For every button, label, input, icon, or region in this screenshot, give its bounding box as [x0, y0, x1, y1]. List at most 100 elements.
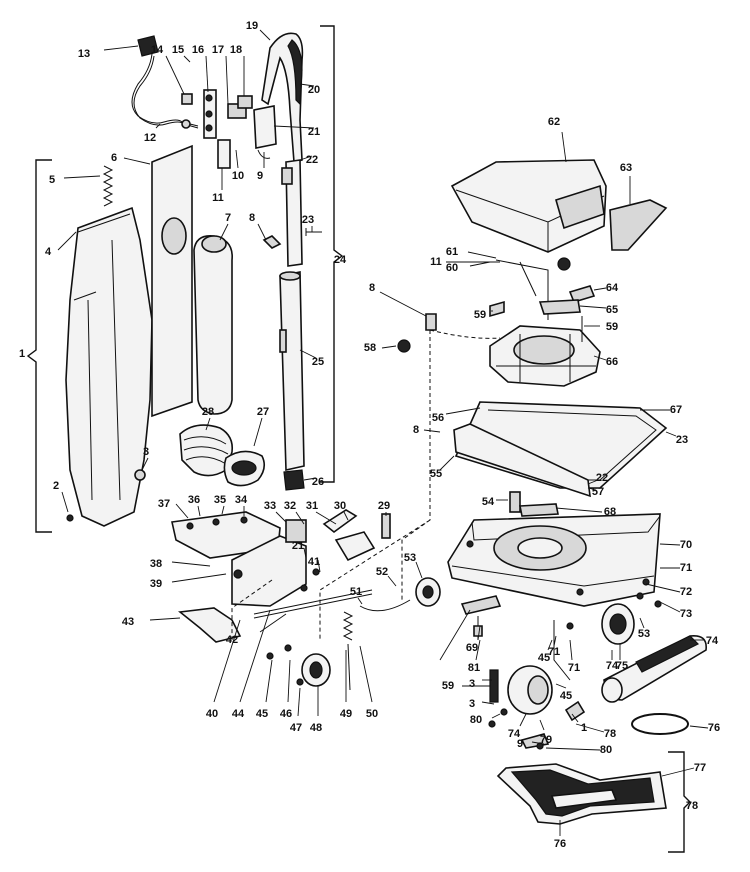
hood-bumper — [609, 199, 668, 251]
leader-line-35 — [221, 505, 225, 515]
callout-label-74: 74 — [706, 635, 719, 647]
callout-label-1: 1 — [19, 348, 25, 360]
callout-label-30: 30 — [334, 500, 346, 512]
callout-label-55: 55 — [430, 468, 442, 480]
callout-label-59: 59 — [606, 321, 618, 333]
callout-label-35: 35 — [214, 494, 226, 506]
callout-label-40: 40 — [206, 708, 218, 720]
callout-label-10: 10 — [232, 170, 244, 182]
leader-line-8 — [423, 429, 441, 433]
callout-label-18: 18 — [230, 44, 242, 56]
leader-line-undefined — [439, 609, 471, 661]
callout-label-2: 2 — [53, 480, 59, 492]
switch-housing — [253, 105, 277, 149]
callout-label-50: 50 — [366, 708, 378, 720]
callout-label-25: 25 — [312, 356, 324, 368]
leader-line-31 — [315, 511, 337, 525]
callout-label-77: 77 — [694, 762, 706, 774]
callout-label-34: 34 — [235, 494, 248, 506]
callout-label-28: 28 — [202, 406, 214, 418]
callout-label-43: 43 — [122, 616, 134, 628]
drive-belt — [631, 713, 689, 735]
leader-line-30 — [343, 511, 349, 521]
callout-label-71: 71 — [548, 646, 560, 658]
leader-line-71 — [569, 639, 573, 661]
callout-label-80: 80 — [600, 744, 612, 756]
callout-label-11: 11 — [212, 192, 224, 204]
callout-label-11: 11 — [430, 256, 442, 268]
leader-line-65 — [579, 305, 607, 309]
leader-line-79 — [539, 719, 545, 731]
callout-label-80: 80 — [470, 714, 482, 726]
leader-line-62 — [561, 131, 567, 163]
leader-line-15 — [183, 55, 191, 63]
callout-label-9: 9 — [517, 738, 523, 750]
callout-label-75: 75 — [616, 660, 628, 672]
callout-label-22: 22 — [306, 154, 318, 166]
leader-line-25 — [299, 349, 317, 359]
leader-line-58 — [381, 345, 397, 349]
leader-line-36 — [197, 505, 201, 517]
leader-line-4 — [57, 231, 77, 251]
callout-label-4: 4 — [45, 246, 52, 258]
callout-label-67: 67 — [670, 404, 682, 416]
callout-label-66: 66 — [606, 356, 618, 368]
bracket-1 — [26, 159, 52, 533]
leader-line-28 — [205, 417, 211, 431]
callout-label-23: 23 — [302, 214, 314, 226]
leader-line-73 — [659, 601, 681, 613]
leader-line-51 — [357, 597, 363, 605]
leader-line-22 — [587, 479, 599, 485]
leader-line-69 — [477, 625, 481, 641]
callout-label-47: 47 — [290, 722, 302, 734]
callout-label-74: 74 — [606, 660, 619, 672]
leader-line-60 — [469, 261, 491, 267]
callout-label-71: 71 — [568, 662, 580, 674]
leader-line-61 — [467, 251, 497, 259]
callout-label-59: 59 — [442, 680, 454, 692]
handle-grip — [261, 32, 304, 164]
knob-57 — [397, 339, 411, 353]
callout-label-44: 44 — [232, 708, 245, 720]
callout-label-37: 37 — [158, 498, 170, 510]
callout-label-14: 14 — [151, 44, 164, 56]
leader-line-53 — [639, 617, 645, 629]
part-drawings — [26, 25, 707, 853]
callout-label-26: 26 — [312, 476, 324, 488]
part-18 — [237, 95, 253, 109]
leader-line-43 — [149, 617, 181, 621]
callout-label-72: 72 — [680, 586, 692, 598]
leader-line-10 — [235, 149, 239, 169]
leader-line-22 — [299, 155, 313, 161]
callout-label-29: 29 — [378, 500, 390, 512]
callout-label-81: 81 — [468, 662, 480, 674]
leader-line-72 — [645, 583, 681, 593]
callout-label-57: 57 — [592, 486, 604, 498]
bracket-24 — [320, 25, 344, 483]
leader-line-80 — [491, 713, 501, 719]
callout-label-19: 19 — [246, 20, 258, 32]
leader-line-66 — [593, 355, 607, 361]
leader-line-40 — [213, 619, 241, 703]
leader-line-57 — [587, 487, 597, 491]
callout-label-20: 20 — [308, 84, 320, 96]
callout-label-62: 62 — [548, 116, 560, 128]
leader-line-76 — [689, 725, 709, 729]
leader-line-16 — [205, 55, 209, 93]
callout-label-21: 21 — [292, 540, 304, 552]
callout-label-23: 23 — [676, 434, 688, 446]
height-adjust-housing — [231, 535, 307, 607]
leader-line-74 — [519, 713, 527, 727]
callout-label-76: 76 — [708, 722, 720, 734]
callout-label-46: 46 — [280, 708, 292, 720]
leader-line-7 — [219, 223, 229, 241]
callout-label-63: 63 — [620, 162, 632, 174]
bag-housing — [151, 144, 193, 418]
leader-line-47 — [297, 687, 301, 717]
leader-line-8 — [257, 223, 267, 241]
callout-label-38: 38 — [150, 558, 162, 570]
outer-bag — [65, 206, 153, 527]
callout-label-48: 48 — [310, 722, 322, 734]
spring-49 — [342, 611, 354, 641]
